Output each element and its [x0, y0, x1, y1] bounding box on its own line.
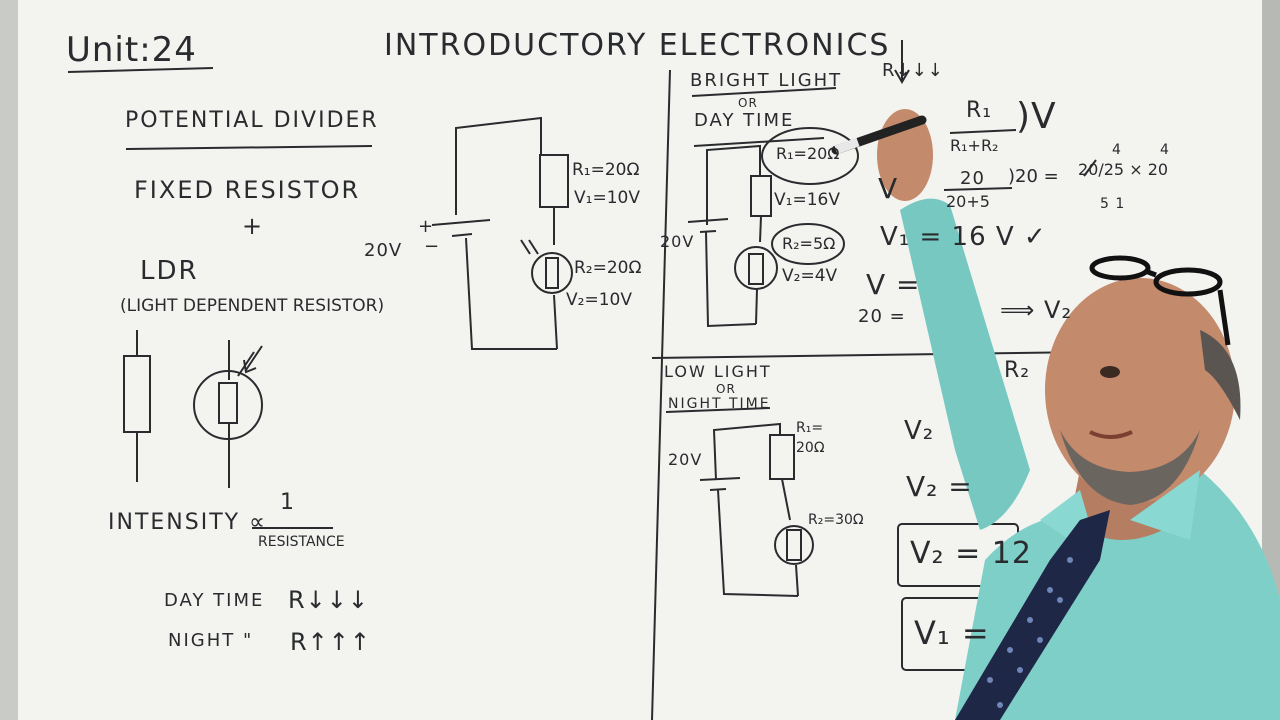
middle-minus: − [424, 236, 441, 257]
formula-r2: R₂ [1004, 358, 1031, 383]
calc-rhs: 20/25 × 20 [1078, 160, 1169, 179]
ldr-label: LDR [140, 256, 199, 286]
v2-label-b: V₂ = [906, 470, 973, 503]
middle-v2: V₂=10V [566, 290, 632, 310]
middle-plus: + [418, 216, 435, 237]
day-time-heading: DAY TIME [694, 110, 795, 131]
implies-v2: ⟹ V₂ [1000, 296, 1073, 324]
bright-voltage: 20V [660, 232, 695, 251]
low-voltage: 20V [668, 450, 703, 469]
ldr-full-label: (LIGHT DEPENDENT RESISTOR) [120, 296, 385, 316]
daytime-resistance: R↓↓↓ [288, 586, 370, 614]
divider-horizontal [651, 351, 1091, 359]
calc-numerator: 20 [960, 168, 985, 189]
heading-potential-divider: POTENTIAL DIVIDER [125, 108, 379, 133]
fraction-numerator: 1 [280, 490, 295, 515]
calc-v-prefix: V [878, 172, 899, 205]
unit-label: Unit:24 [66, 30, 197, 70]
low-r2: R₂=30Ω [808, 512, 864, 528]
low-or: OR [716, 382, 736, 396]
eye [1100, 366, 1120, 378]
middle-r2: R₂=20Ω [574, 258, 642, 278]
glasses [1089, 255, 1231, 346]
top-arrow [894, 40, 910, 84]
box-v2-result: V₂ = 12 [910, 536, 1032, 571]
beard [1060, 430, 1200, 505]
bright-light-circuit [687, 87, 859, 328]
low-light-circuit [665, 407, 814, 597]
middle-r1: R₁=20Ω [572, 160, 640, 180]
middle-v1: V₁=10V [574, 188, 640, 208]
calc-cancel-51: 5 1 [1100, 196, 1126, 212]
fixed-resistor-label: FIXED RESISTOR [134, 176, 361, 204]
bright-r2: R₂=5Ω [782, 234, 836, 253]
collar-right [1130, 470, 1200, 540]
ldr-symbol [193, 340, 263, 488]
twenty-equals: 20 = [858, 306, 906, 327]
calc-cancel-4a: 4 [1112, 142, 1122, 158]
v-equals: V = [866, 268, 921, 301]
bright-r1: R₁=20Ω [776, 144, 840, 163]
middle-circuit [431, 116, 573, 350]
head [1045, 278, 1235, 502]
tie-pattern [987, 557, 1073, 708]
calc-equals: )20 = [1008, 166, 1059, 187]
bright-v1: V₁=16V [774, 190, 840, 210]
daytime-label: DAY TIME [164, 590, 265, 611]
formula-v-suffix: )V [1016, 96, 1057, 137]
low-r1-b: 20Ω [796, 440, 825, 456]
low-light-heading: LOW LIGHT [664, 362, 772, 381]
formula-numerator: R₁ [966, 98, 993, 123]
board-edge [1262, 0, 1280, 720]
bright-light-heading: BRIGHT LIGHT [690, 70, 843, 91]
fraction-denominator: RESISTANCE [258, 534, 345, 550]
calc-cancel-4b: 4 [1160, 142, 1170, 158]
resistance-arrow-note: R↓↓↓ [882, 60, 944, 81]
mouth [1089, 430, 1133, 439]
calc-denominator: 20+5 [946, 192, 990, 211]
night-label: NIGHT " [168, 630, 254, 651]
low-r1-a: R₁= [796, 420, 824, 436]
formula-denominator: R₁+R₂ [950, 136, 999, 155]
box-v1-result: V₁ = [914, 614, 990, 652]
intensity-label: INTENSITY ∝ [108, 510, 267, 535]
teacher [831, 109, 1280, 720]
unit-underline [67, 67, 214, 73]
bright-v2: V₂=4V [782, 266, 838, 286]
marker-cap [834, 137, 860, 155]
plus-sign: + [242, 212, 264, 240]
hair [1200, 330, 1241, 420]
night-time-heading: NIGHT TIME [668, 396, 771, 412]
fixed-resistor-symbol [123, 330, 151, 482]
v2-label-a: V₂ [904, 416, 935, 446]
middle-voltage: 20V [364, 240, 403, 261]
bright-or: OR [738, 96, 758, 110]
heading-underline [125, 145, 373, 150]
raised-arm [900, 198, 1030, 531]
divider-vertical [651, 69, 671, 720]
result-v1: V₁ = 16 V ✓ [880, 222, 1047, 252]
night-resistance: R↑↑↑ [290, 628, 372, 656]
board-title: INTRODUCTORY ELECTRONICS [384, 28, 891, 63]
